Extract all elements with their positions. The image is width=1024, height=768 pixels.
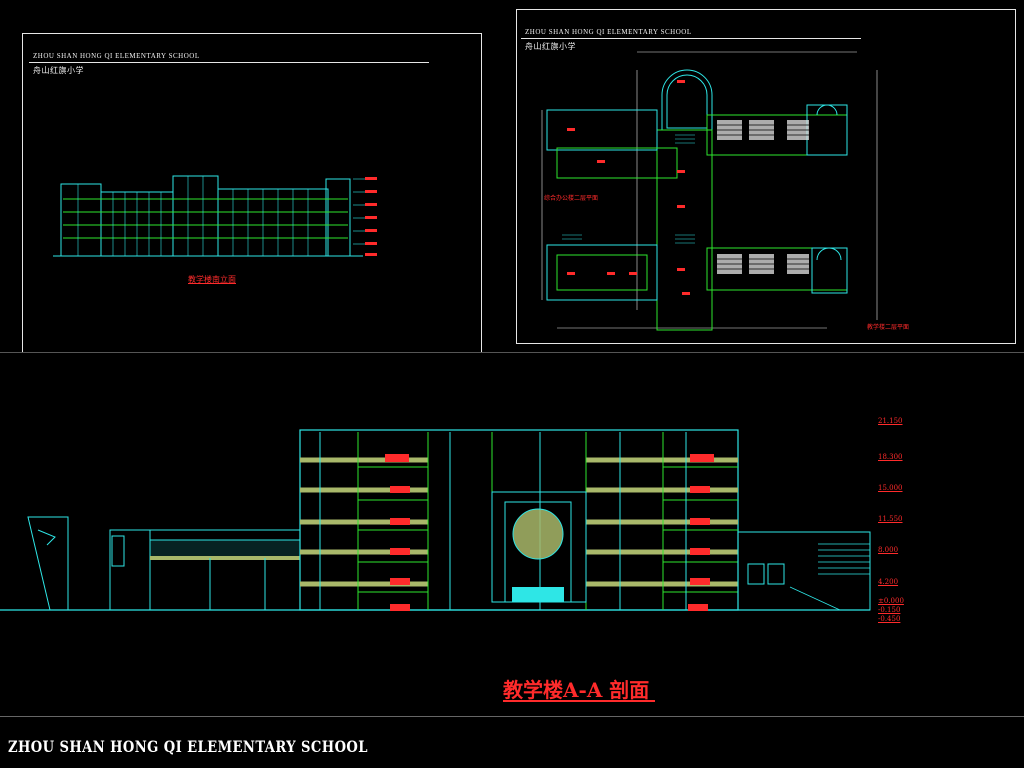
section-label-underline: [503, 700, 655, 702]
level-mark: 4.200: [878, 578, 899, 586]
section-drawing: [0, 429, 871, 611]
plan-title-rule: [521, 38, 861, 39]
level-mark: 11.550: [878, 515, 903, 523]
section-divider: [0, 352, 1024, 353]
elevation-drawing-label: 教学楼南立面: [188, 275, 236, 284]
title-rule: [29, 62, 429, 63]
level-mark: -0.450: [878, 615, 901, 623]
right-plan-label: 教学楼二层平面: [867, 324, 910, 331]
level-mark: -0.150: [878, 606, 901, 614]
section-drawing-label: 教学楼A-A 剖面: [503, 678, 650, 702]
plan-sheet: ZHOU SHAN HONG QI ELEMENTARY SCHOOL 舟山红旗…: [516, 9, 1016, 344]
elevation-school-name: 舟山红旗小学: [33, 66, 84, 75]
level-mark: 8.000: [878, 546, 899, 554]
elevation-sheet: ZHOU SHAN HONG QI ELEMENTARY SCHOOL 舟山红旗…: [22, 33, 482, 353]
level-mark: 15.000: [878, 484, 903, 492]
level-mark: 18.300: [878, 453, 903, 461]
plan-school-name: 舟山红旗小学: [525, 42, 576, 51]
left-plan-label: 综合办公楼二层平面: [544, 195, 599, 202]
level-mark: 21.150: [878, 417, 903, 425]
footer-school-title: ZHOU SHAN HONG QI ELEMENTARY SCHOOL: [8, 737, 368, 756]
floor-plan-drawing: [541, 51, 878, 331]
level-mark: ±0.000: [878, 597, 904, 605]
elevation-drawing: [53, 175, 377, 257]
footer-rule: [0, 716, 1024, 717]
plan-school-title: ZHOU SHAN HONG QI ELEMENTARY SCHOOL: [525, 28, 692, 36]
elevation-school-title: ZHOU SHAN HONG QI ELEMENTARY SCHOOL: [33, 52, 200, 60]
